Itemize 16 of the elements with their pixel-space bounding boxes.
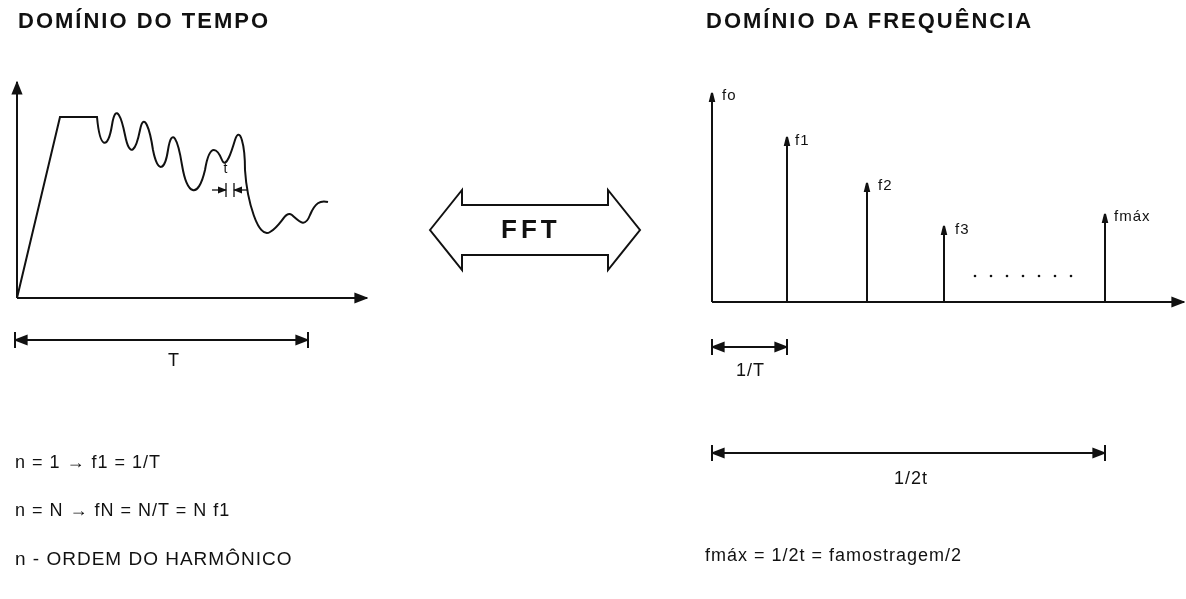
definition-text: n - ORDEM DO HARMÔNICO bbox=[15, 548, 293, 570]
formula: n = N → fN = N/T = N f1 bbox=[15, 500, 231, 521]
dimension-label: T bbox=[168, 350, 180, 371]
peak-label: f1 bbox=[795, 131, 810, 148]
interval-label: t bbox=[223, 160, 229, 176]
peak-label: fo bbox=[722, 86, 737, 103]
dimension-label: 1/T bbox=[736, 360, 765, 381]
peak-label: f2 bbox=[878, 176, 893, 193]
peak-label: fmáx bbox=[1114, 207, 1151, 224]
panel-heading: DOMÍNIO DA FREQUÊNCIA bbox=[706, 8, 1034, 34]
panel-heading: DOMÍNIO DO TEMPO bbox=[18, 8, 270, 34]
formula: n = 1 → f1 = 1/T bbox=[15, 452, 162, 473]
double-arrow bbox=[428, 187, 642, 273]
peak-label: f3 bbox=[955, 220, 970, 237]
dimension-label: 1/2t bbox=[894, 468, 929, 489]
formula: fmáx = 1/2t = famostragem/2 bbox=[705, 545, 963, 566]
